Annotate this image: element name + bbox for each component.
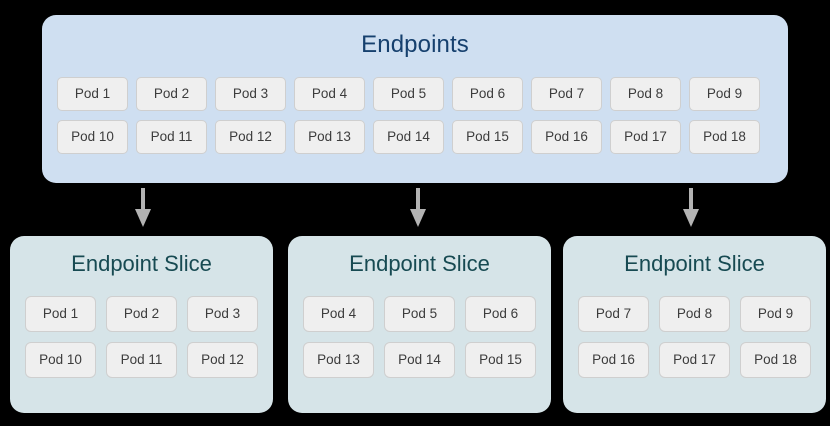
pod-chip[interactable]: Pod 10 [25, 342, 96, 378]
endpoint-slice-pod-row-2: Pod 10 Pod 11 Pod 12 [10, 342, 273, 378]
endpoint-slice-pod-grid: Pod 1 Pod 2 Pod 3 Pod 10 Pod 11 Pod 12 [10, 296, 273, 388]
endpoints-container: Endpoints Pod 1 Pod 2 Pod 3 Pod 4 Pod 5 … [42, 15, 788, 183]
pod-chip[interactable]: Pod 8 [659, 296, 730, 332]
pod-chip[interactable]: Pod 5 [373, 77, 444, 111]
pod-chip[interactable]: Pod 16 [531, 120, 602, 154]
pod-chip[interactable]: Pod 4 [294, 77, 365, 111]
endpoint-slice-1: Endpoint Slice Pod 1 Pod 2 Pod 3 Pod 10 … [10, 236, 273, 413]
endpoint-slice-2: Endpoint Slice Pod 4 Pod 5 Pod 6 Pod 13 … [288, 236, 551, 413]
pod-chip[interactable]: Pod 16 [578, 342, 649, 378]
pod-chip[interactable]: Pod 9 [689, 77, 760, 111]
pod-chip[interactable]: Pod 3 [187, 296, 258, 332]
pod-chip[interactable]: Pod 14 [384, 342, 455, 378]
endpoint-slice-pod-row-2: Pod 13 Pod 14 Pod 15 [288, 342, 551, 378]
pod-chip[interactable]: Pod 7 [531, 77, 602, 111]
pod-chip[interactable]: Pod 4 [303, 296, 374, 332]
pod-chip[interactable]: Pod 5 [384, 296, 455, 332]
pod-chip[interactable]: Pod 13 [294, 120, 365, 154]
arrow-down-icon [132, 188, 154, 228]
pod-chip[interactable]: Pod 15 [465, 342, 536, 378]
pod-chip[interactable]: Pod 18 [689, 120, 760, 154]
endpoint-slice-title: Endpoint Slice [349, 251, 490, 276]
endpoint-slice-pod-row-2: Pod 16 Pod 17 Pod 18 [563, 342, 826, 378]
endpoint-slice-pod-grid: Pod 7 Pod 8 Pod 9 Pod 16 Pod 17 Pod 18 [563, 296, 826, 388]
endpoints-pod-grid: Pod 1 Pod 2 Pod 3 Pod 4 Pod 5 Pod 6 Pod … [57, 77, 773, 163]
endpoints-title: Endpoints [361, 31, 469, 58]
pod-chip[interactable]: Pod 1 [57, 77, 128, 111]
pod-chip[interactable]: Pod 15 [452, 120, 523, 154]
pod-chip[interactable]: Pod 17 [610, 120, 681, 154]
endpoint-slice-pod-grid: Pod 4 Pod 5 Pod 6 Pod 13 Pod 14 Pod 15 [288, 296, 551, 388]
endpoints-pod-row-1: Pod 1 Pod 2 Pod 3 Pod 4 Pod 5 Pod 6 Pod … [57, 77, 773, 111]
pod-chip[interactable]: Pod 6 [452, 77, 523, 111]
pod-chip[interactable]: Pod 17 [659, 342, 730, 378]
pod-chip[interactable]: Pod 12 [187, 342, 258, 378]
pod-chip[interactable]: Pod 13 [303, 342, 374, 378]
pod-chip[interactable]: Pod 12 [215, 120, 286, 154]
pod-chip[interactable]: Pod 8 [610, 77, 681, 111]
pod-chip[interactable]: Pod 18 [740, 342, 811, 378]
pod-chip[interactable]: Pod 6 [465, 296, 536, 332]
endpoint-slice-title: Endpoint Slice [71, 251, 212, 276]
pod-chip[interactable]: Pod 9 [740, 296, 811, 332]
pod-chip[interactable]: Pod 3 [215, 77, 286, 111]
pod-chip[interactable]: Pod 11 [136, 120, 207, 154]
endpoints-pod-row-2: Pod 10 Pod 11 Pod 12 Pod 13 Pod 14 Pod 1… [57, 120, 773, 154]
endpoint-slice-3: Endpoint Slice Pod 7 Pod 8 Pod 9 Pod 16 … [563, 236, 826, 413]
endpoint-slice-pod-row-1: Pod 4 Pod 5 Pod 6 [288, 296, 551, 332]
endpoint-slice-pod-row-1: Pod 1 Pod 2 Pod 3 [10, 296, 273, 332]
pod-chip[interactable]: Pod 10 [57, 120, 128, 154]
endpoint-slice-title: Endpoint Slice [624, 251, 765, 276]
arrow-down-icon [407, 188, 429, 228]
pod-chip[interactable]: Pod 14 [373, 120, 444, 154]
endpoint-slice-pod-row-1: Pod 7 Pod 8 Pod 9 [563, 296, 826, 332]
pod-chip[interactable]: Pod 7 [578, 296, 649, 332]
arrow-down-icon [680, 188, 702, 228]
pod-chip[interactable]: Pod 1 [25, 296, 96, 332]
pod-chip[interactable]: Pod 2 [106, 296, 177, 332]
pod-chip[interactable]: Pod 2 [136, 77, 207, 111]
pod-chip[interactable]: Pod 11 [106, 342, 177, 378]
